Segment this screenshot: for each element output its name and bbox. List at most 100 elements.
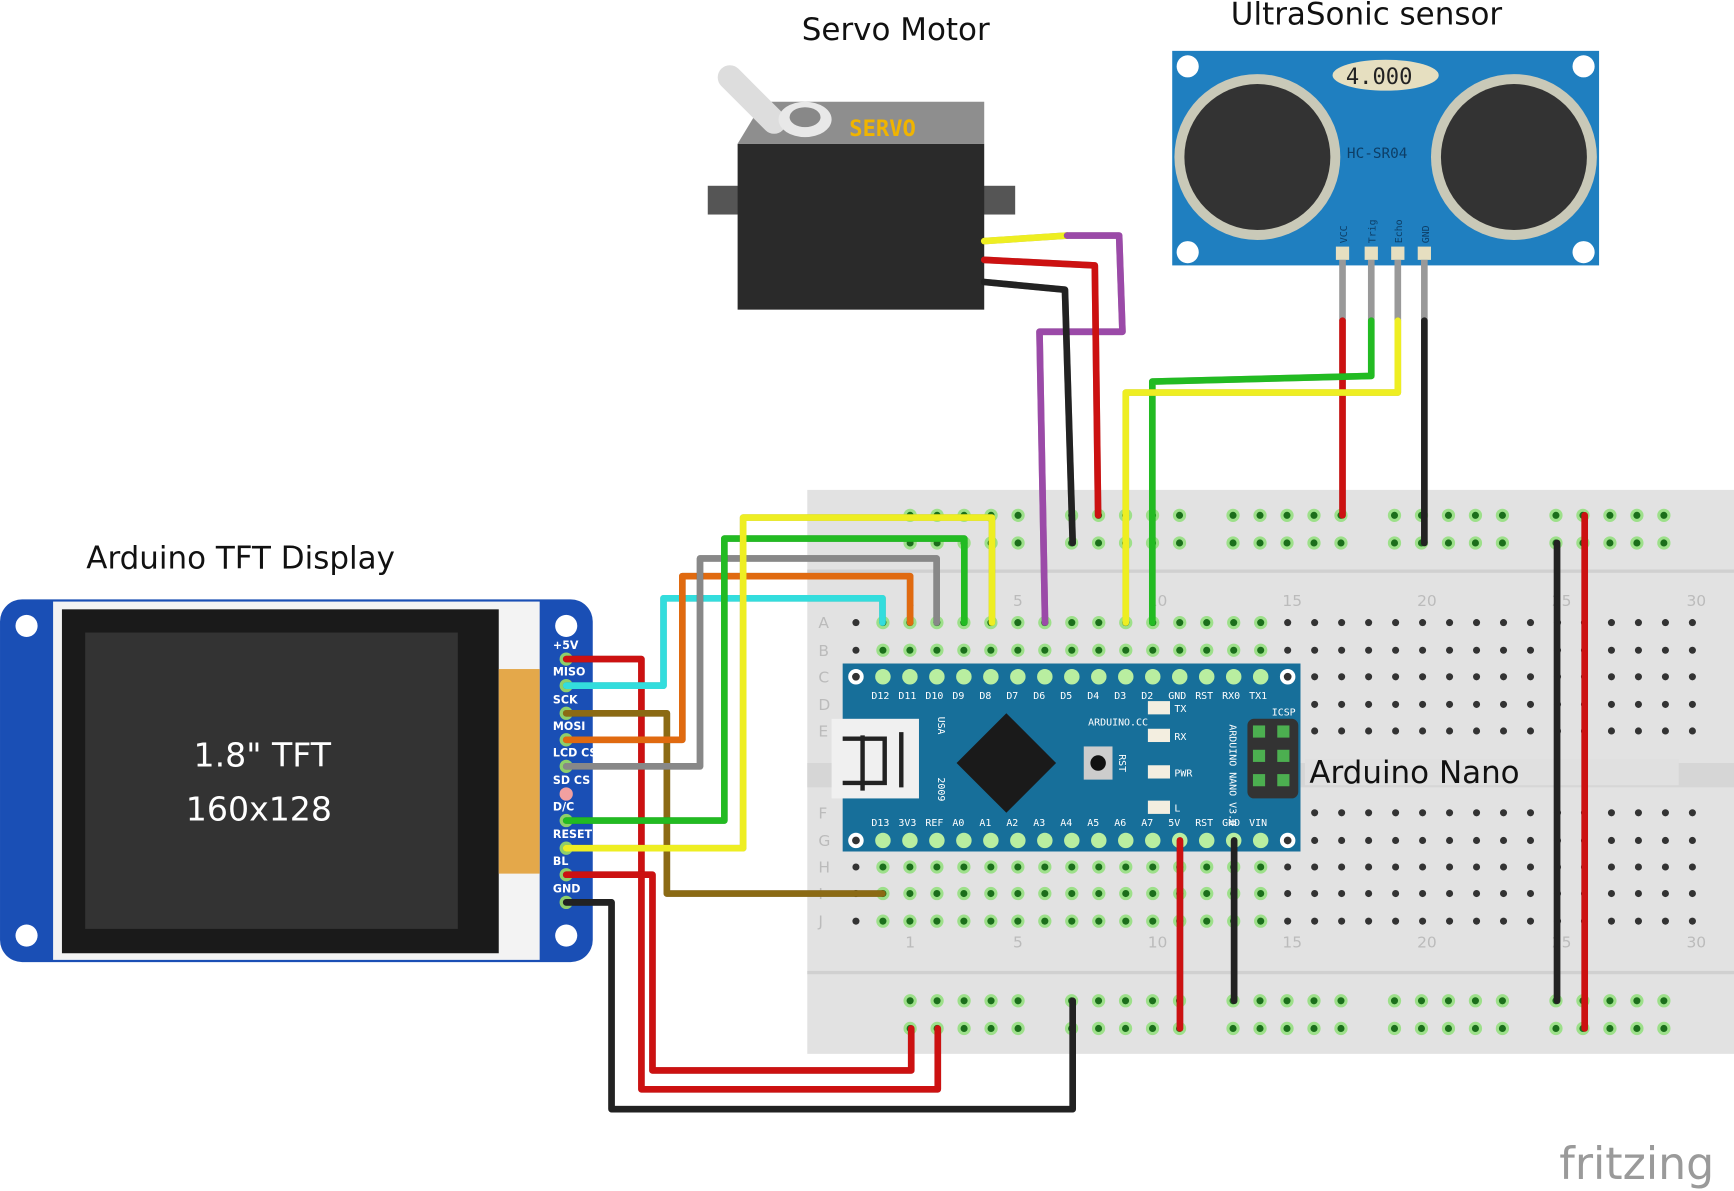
sensor-pin[interactable] [1364,246,1378,260]
nano-pin[interactable] [929,832,945,849]
nano-pin[interactable] [875,832,891,849]
nano-pin[interactable] [1037,669,1053,685]
rail-hole [1471,511,1479,519]
breadboard-hole [1526,646,1535,654]
nano-pin[interactable] [1010,832,1026,849]
breadboard-hole [960,863,968,871]
rail-hole [1498,1024,1506,1032]
breadboard-hole [1068,889,1076,898]
wire-tft-dc[interactable] [562,535,968,824]
nano-pin[interactable] [902,669,918,685]
sensor-pin[interactable] [1417,246,1431,260]
nano-pin[interactable] [1010,669,1026,685]
tft-pin-label: RESET [553,828,593,841]
tft-pin-label: +5V [553,639,579,652]
nano-pin-label: GND [1168,691,1186,702]
rail-hole [1122,1024,1130,1032]
wire-servo-power[interactable] [980,256,1102,519]
wire-servo-signal-ext[interactable] [1036,232,1126,626]
nano-pin[interactable] [956,832,972,849]
wire-tft-bl[interactable] [562,871,915,1074]
wire-servo-ground[interactable] [980,278,1077,547]
year-label: 2009 [935,777,946,801]
sensor-pin-label: VCC [1339,225,1350,243]
wire-us-trig[interactable] [1148,317,1375,626]
rail-hole [1606,1024,1614,1032]
wire-tft-gnd[interactable] [562,899,1077,1113]
breadboard-hole [1473,619,1481,627]
nano-pin[interactable] [1118,832,1134,849]
breadboard-hole [987,917,995,925]
row-label: E [818,722,828,740]
breadboard-hole [1365,836,1373,844]
nano-pin[interactable] [1091,832,1107,849]
wire-tft-lcd-cs[interactable] [562,555,940,770]
breadboard-hole [1068,863,1076,871]
breadboard-hole [906,917,914,925]
tft-pin-label: BL [553,855,568,868]
wire-us-echo[interactable] [1122,317,1402,626]
nano-pin[interactable] [902,832,918,849]
tft-pin[interactable] [559,787,573,801]
nano-pin[interactable] [1118,669,1134,685]
breadboard-hole [1257,917,1265,925]
nano-pin[interactable] [875,669,891,685]
sensor-pin[interactable] [1335,246,1350,260]
wire-tft-miso[interactable] [562,594,886,689]
tft-pin-label: SD CS [553,774,590,787]
breadboard-hole [1095,917,1103,925]
nano-pin[interactable] [1252,669,1269,685]
breadboard-hole [1392,646,1400,654]
rail-hole [1095,997,1103,1005]
icsp-label: ICSP [1272,707,1296,718]
breadboard-hole [1473,646,1481,654]
nano-pin[interactable] [1198,832,1215,849]
sensor-pin[interactable] [1391,246,1405,260]
rail-hole [1310,997,1318,1005]
breadboard-hole [1338,700,1346,708]
nano-pin[interactable] [1252,832,1269,849]
rail-hole [1390,1024,1399,1032]
breadboard-hole [1634,889,1642,898]
wire-tft-5v[interactable] [562,655,942,1093]
column-number: 5 [1013,592,1023,610]
breadboard-hole [1526,727,1535,735]
nano-pin[interactable] [1064,669,1080,685]
nano-pin[interactable] [1225,669,1242,685]
rail-hole [1283,997,1291,1005]
breadboard-hole [1419,619,1427,627]
icsp-pin [1277,725,1290,738]
nano-pin[interactable] [1198,669,1215,685]
nano-pin[interactable] [956,669,972,685]
breadboard-hole [1365,809,1373,817]
nano-pin[interactable] [1037,832,1053,849]
breadboard-hole [1526,809,1535,817]
wire-tft-mosi[interactable] [562,572,914,744]
breadboard-hole [1365,619,1373,627]
nano-pin[interactable] [1145,832,1161,849]
breadboard-hole [1688,836,1696,844]
rail-hole [1444,539,1452,547]
reset-button[interactable] [1090,755,1106,771]
nano-pin[interactable] [983,832,999,849]
rail-hole [1229,511,1237,519]
breadboard-hole [1473,727,1481,735]
led-label: L [1174,804,1180,815]
wire-tft-reset[interactable] [562,514,996,852]
nano-pin[interactable] [983,669,999,685]
nano-pin[interactable] [1171,669,1188,685]
tft-screen [85,632,458,929]
wire-tft-sck[interactable] [562,709,886,897]
breadboard-hole [1446,619,1454,627]
breadboard-hole [1068,619,1076,627]
breadboard-hole [1419,646,1427,654]
nano-pin[interactable] [1145,669,1161,685]
nano-pin[interactable] [929,669,945,685]
rail-hole [987,997,995,1005]
nano-pin[interactable] [1064,832,1080,849]
nano-pin[interactable] [1091,669,1107,685]
breadboard-hole [1607,889,1615,898]
rail-hole [1283,511,1291,519]
wire-servo-signal[interactable] [980,232,1071,245]
